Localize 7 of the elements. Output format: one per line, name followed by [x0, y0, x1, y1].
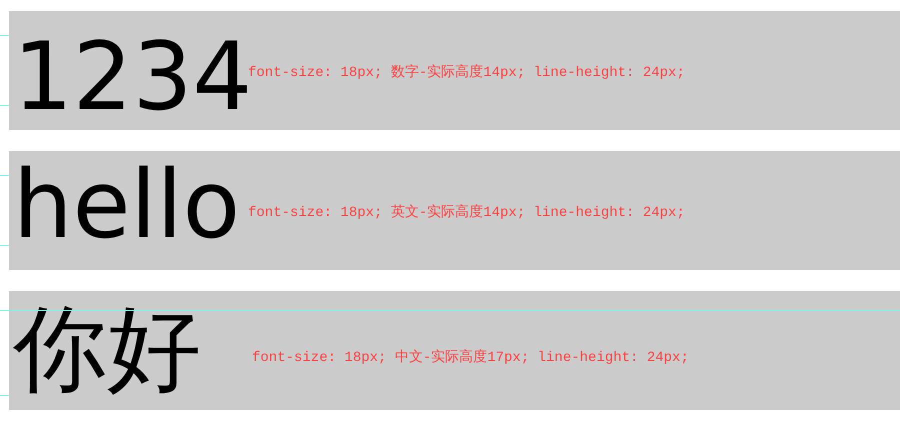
text-sample-band: [9, 11, 900, 130]
sample-text: 你好: [13, 303, 201, 397]
annotation-text: font-size: 18px; 中文-实际高度17px; line-height: 24px;: [252, 348, 689, 366]
annotation-text: font-size: 18px; 英文-实际高度14px; line-height: 24px;: [248, 203, 685, 221]
text-sample-band: [9, 151, 900, 270]
sample-text: hello: [13, 159, 240, 253]
text-sample-band: [9, 291, 900, 410]
